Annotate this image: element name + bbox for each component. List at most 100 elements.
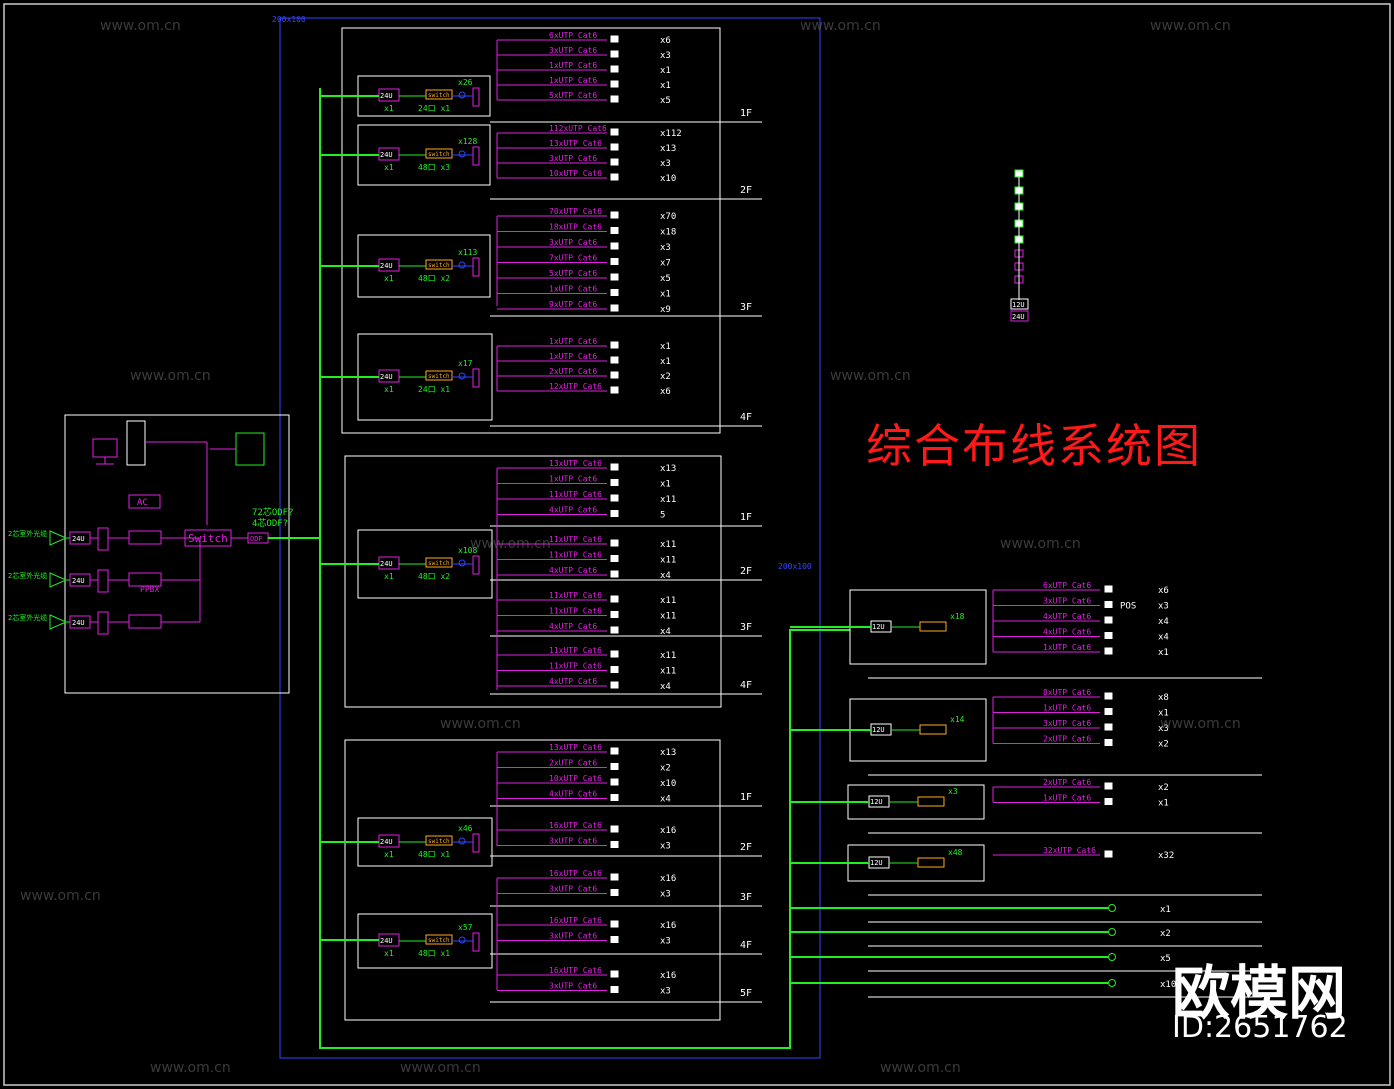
patch-panel: [97, 527, 109, 551]
outlet-qty: x112: [660, 129, 682, 139]
outlet-qty: x13: [660, 144, 676, 154]
cable-spec: 3xUTP Cat6: [549, 154, 597, 163]
input-label: 2芯室外光缆: [8, 529, 47, 538]
cable-spec: 16xUTP Cat6: [549, 916, 602, 925]
outlet-qty: x10: [660, 779, 676, 789]
cable-spec: 4xUTP Cat6: [1043, 628, 1091, 637]
outlet-icon: [610, 555, 619, 562]
patch-12u-label: 12U: [870, 798, 883, 806]
patch-out: [472, 932, 480, 952]
patch-24u-label: 24U: [380, 151, 393, 159]
legend-12u-label: 12U: [1012, 301, 1025, 309]
patch-24u-label: 24U: [380, 560, 393, 568]
outlet-qty: x4: [660, 571, 671, 581]
outlet-icon: [610, 80, 619, 88]
port-count: x108: [458, 546, 477, 555]
watermark-id: ID:2651762: [1172, 1010, 1348, 1045]
outlet-qty: x18: [660, 228, 676, 238]
watermark-site: www.om.cn: [880, 1060, 961, 1076]
outlet-icon: [610, 242, 619, 250]
pc-tower-icon: [126, 420, 146, 466]
outlet-qty: x5: [660, 96, 671, 106]
outlet-icon: [610, 371, 619, 379]
outlet-icon: [610, 763, 619, 770]
switch-spec: 48口 x1: [418, 949, 450, 958]
cable-spec: 2xUTP Cat6: [1043, 778, 1091, 787]
port-count: x113: [458, 248, 477, 257]
cable-spec: 1xUTP Cat6: [549, 61, 597, 70]
patch-12u-label: 12U: [872, 623, 885, 631]
input-label: 2芯室外光缆: [8, 613, 47, 622]
outlet-qty: x3: [660, 159, 671, 169]
cable-spec: 11xUTP Cat6: [549, 490, 602, 499]
outlet-icon: [1104, 723, 1113, 731]
outlet-qty: x16: [660, 971, 676, 981]
access-switch-label: switch: [428, 937, 450, 944]
cable-spec: 16xUTP Cat6: [549, 821, 602, 830]
cable-spec: 13xUTP Cat6: [549, 139, 602, 148]
outlet-icon: [1104, 585, 1113, 593]
outlet-icon: [610, 289, 619, 296]
patch-24u-label: 24U: [380, 937, 393, 945]
connector-icon: [458, 372, 466, 380]
outlet-qty: x1: [660, 357, 671, 367]
watermark-site: www.om.cn: [150, 1060, 231, 1076]
outlet-icon: [610, 50, 619, 58]
cable-spec: 4xUTP Cat6: [549, 622, 597, 631]
port-count: x128: [458, 137, 477, 146]
fiber-trunk: [319, 88, 850, 1049]
switch-spec: 48口 x2: [418, 274, 450, 283]
cable-spec: 13xUTP Cat6: [549, 743, 602, 752]
outlet-qty: x11: [660, 596, 676, 606]
access-switch: [425, 835, 453, 846]
patch-qty: x1: [384, 949, 394, 958]
server-icon: [235, 432, 265, 466]
outlet-icon: [610, 128, 619, 136]
watermark-site: www.om.cn: [100, 18, 181, 34]
floor-label: 2F: [740, 185, 752, 196]
cable-spec: 16xUTP Cat6: [549, 966, 602, 975]
outlet-qty: x2: [660, 764, 671, 774]
watermark-site: www.om.cn: [20, 888, 101, 904]
floor-label: 2F: [740, 566, 752, 577]
cable-spec: 3xUTP Cat6: [549, 238, 597, 247]
watermark-site: www.om.cn: [470, 536, 551, 552]
cable-spec: 10xUTP Cat6: [549, 169, 602, 178]
outlet-icon: [1104, 850, 1113, 858]
outlet-qty: x3: [660, 51, 671, 61]
watermark-brand: 欧模网: [1172, 959, 1347, 1027]
fiber-out-qty: x1: [1160, 905, 1171, 915]
switch-spec: 24口 x1: [418, 104, 450, 113]
device-box: [128, 614, 162, 629]
cable-spec: 1xUTP Cat6: [1043, 794, 1091, 803]
building-frame-1: [344, 455, 722, 708]
patch-24u-label: 24U: [380, 262, 393, 270]
fiber-end-icon: [1108, 904, 1116, 912]
outlet-qty: x11: [660, 612, 676, 622]
remote-port-count: x18: [950, 612, 965, 621]
port-count: x57: [458, 923, 473, 932]
cable-spec: 13xUTP Cat6: [549, 459, 602, 468]
floor-label: 4F: [740, 412, 752, 423]
cable-spec: 1xUTP Cat6: [549, 475, 597, 484]
outlet-qty: x1: [660, 81, 671, 91]
access-switch-label: switch: [428, 151, 450, 158]
outlet-qty: x10: [660, 174, 676, 184]
outlet-qty: x4: [1158, 633, 1169, 643]
patch-out: [472, 146, 480, 166]
access-switch: [425, 557, 453, 568]
cable-spec: 32xUTP Cat6: [1043, 846, 1096, 855]
cable-spec: 2xUTP Cat6: [549, 759, 597, 768]
outlet-qty: x2: [1158, 783, 1169, 793]
outlet-icon: [610, 611, 619, 618]
outlet-qty: x16: [660, 826, 676, 836]
input-panel-label: 24U: [72, 619, 85, 627]
odf1-label: 72芯ODF?: [252, 506, 294, 518]
floor-label: 1F: [740, 108, 752, 119]
outlet-icon: [610, 936, 619, 943]
outlet-qty: x13: [660, 464, 676, 474]
ac-label: AC: [137, 498, 148, 508]
access-switch-label: switch: [428, 92, 450, 99]
outlet-qty: x7: [660, 259, 671, 269]
switch-spec: 48口 x3: [418, 163, 450, 172]
